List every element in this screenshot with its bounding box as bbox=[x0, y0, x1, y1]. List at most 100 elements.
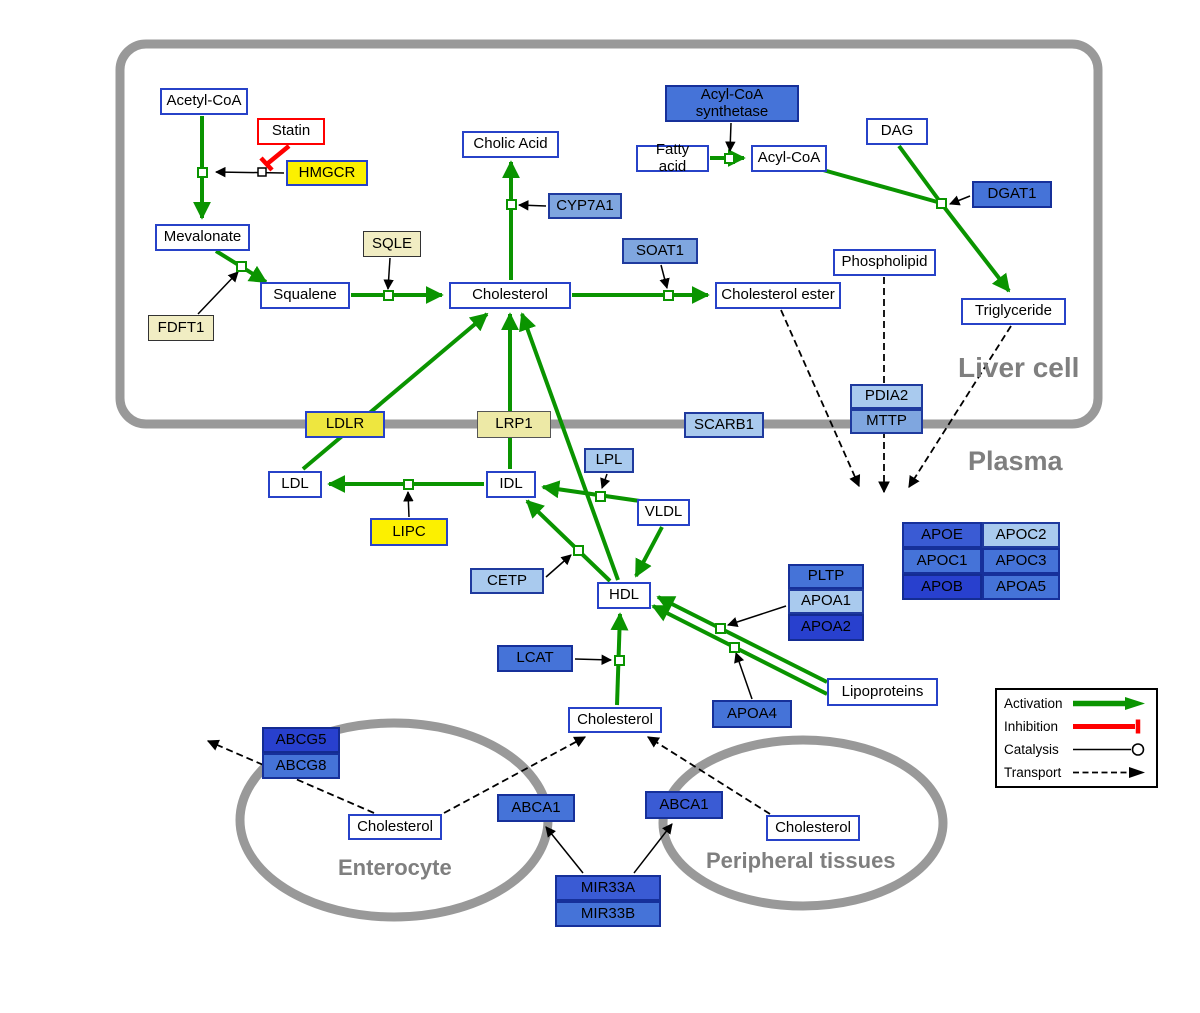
reaction-node bbox=[614, 655, 625, 666]
node-cholic-acid[interactable]: Cholic Acid bbox=[462, 131, 559, 158]
liver-cell-compartment bbox=[115, 39, 1103, 429]
node-mevalonate[interactable]: Mevalonate bbox=[155, 224, 250, 251]
node-acyl-coa-synthetase[interactable]: Acyl-CoA synthetase bbox=[665, 85, 799, 122]
legend-row-inhibition: Inhibition bbox=[997, 718, 1156, 735]
node-squalene[interactable]: Squalene bbox=[260, 282, 350, 309]
inhibition-statin-tbar bbox=[259, 156, 274, 172]
reaction-node bbox=[383, 290, 394, 301]
edge-dgat1-junction-to-triglyceride bbox=[939, 201, 1011, 293]
transport-triglyceride bbox=[908, 325, 1012, 488]
node-apoc1[interactable]: APOC1 bbox=[902, 548, 982, 574]
edge-vldl-to-idl bbox=[541, 480, 641, 503]
catalysis-apoa-stack bbox=[727, 605, 787, 628]
catalysis-lpl bbox=[600, 473, 611, 489]
node-lcat[interactable]: LCAT bbox=[497, 645, 573, 672]
node-triglyceride[interactable]: Triglyceride bbox=[961, 298, 1066, 325]
legend-row-activation: Activation bbox=[997, 695, 1156, 712]
transport-dashed-arrow-icon bbox=[1073, 767, 1145, 778]
node-apoa5[interactable]: APOA5 bbox=[982, 574, 1060, 600]
plasma-label: Plasma bbox=[968, 446, 1063, 476]
node-fdft1[interactable]: FDFT1 bbox=[148, 315, 214, 341]
node-fatty-acid[interactable]: Fatty acid bbox=[636, 142, 709, 174]
edge-ldl-to-cholesterol bbox=[301, 312, 489, 471]
node-acetyl-coa[interactable]: Acetyl-CoA bbox=[160, 88, 248, 115]
node-apoc2[interactable]: APOC2 bbox=[982, 522, 1060, 548]
node-abca1-peripheral[interactable]: ABCA1 bbox=[645, 791, 723, 819]
inhibition-tbar-icon bbox=[1073, 719, 1141, 734]
reaction-node bbox=[236, 261, 247, 272]
node-ldl[interactable]: LDL bbox=[268, 471, 322, 498]
reaction-nodes bbox=[197, 153, 947, 666]
anchor-node bbox=[257, 167, 267, 177]
inhibition-statin-line bbox=[265, 144, 291, 166]
node-pdia2[interactable]: PDIA2 bbox=[850, 384, 923, 409]
reaction-node bbox=[403, 479, 414, 490]
node-phospholipid[interactable]: Phospholipid bbox=[833, 249, 936, 276]
edge-vldl-to-hdl bbox=[634, 526, 664, 578]
reaction-node bbox=[724, 153, 735, 164]
node-cholesterol-ester[interactable]: Cholesterol ester bbox=[715, 282, 841, 309]
node-scarb1[interactable]: SCARB1 bbox=[684, 412, 764, 438]
legend-inhibition-label: Inhibition bbox=[1004, 719, 1059, 734]
node-apoa4[interactable]: APOA4 bbox=[712, 700, 792, 728]
node-apoc3[interactable]: APOC3 bbox=[982, 548, 1060, 574]
node-apob[interactable]: APOB bbox=[902, 574, 982, 600]
node-idl[interactable]: IDL bbox=[486, 471, 536, 498]
node-mir33b[interactable]: MIR33B bbox=[555, 901, 661, 927]
node-lpl[interactable]: LPL bbox=[584, 448, 634, 473]
node-vldl[interactable]: VLDL bbox=[637, 499, 690, 526]
transport-cholesterol-ester bbox=[780, 309, 861, 488]
node-cholesterol-plasma[interactable]: Cholesterol bbox=[568, 707, 662, 733]
node-mir33a[interactable]: MIR33A bbox=[555, 875, 661, 901]
node-acyl-coa[interactable]: Acyl-CoA bbox=[751, 145, 827, 172]
node-ldlr[interactable]: LDLR bbox=[305, 411, 385, 438]
catalysis-hmgcr bbox=[214, 166, 285, 178]
transport-abca1-peripheral bbox=[647, 736, 771, 815]
node-statin[interactable]: Statin bbox=[257, 118, 325, 145]
node-apoe[interactable]: APOE bbox=[902, 522, 982, 548]
transport-abca1-enterocyte bbox=[443, 736, 587, 814]
catalysis-dgat1 bbox=[949, 195, 971, 206]
edge-acylcoa-to-dgat1-junction bbox=[822, 168, 942, 205]
node-soat1[interactable]: SOAT1 bbox=[622, 238, 698, 264]
node-cholesterol-liver[interactable]: Cholesterol bbox=[449, 282, 571, 309]
node-cetp[interactable]: CETP bbox=[470, 568, 544, 594]
node-apoa1[interactable]: APOA1 bbox=[788, 589, 864, 614]
legend-transport-label: Transport bbox=[1004, 765, 1062, 780]
node-lipoproteins[interactable]: Lipoproteins bbox=[827, 678, 938, 706]
edge-dag-to-dgat1-junction bbox=[897, 144, 943, 205]
edge-lipoproteins-to-hdl-1 bbox=[656, 595, 828, 684]
node-apoa2[interactable]: APOA2 bbox=[788, 614, 864, 641]
reaction-node bbox=[595, 491, 606, 502]
node-hmgcr[interactable]: HMGCR bbox=[286, 160, 368, 186]
node-pltp[interactable]: PLTP bbox=[788, 564, 864, 589]
node-abcg8[interactable]: ABCG8 bbox=[262, 753, 340, 779]
node-abca1-enterocyte[interactable]: ABCA1 bbox=[497, 794, 575, 822]
node-lrp1[interactable]: LRP1 bbox=[477, 411, 551, 438]
catalysis-lipc bbox=[403, 490, 414, 518]
node-dgat1[interactable]: DGAT1 bbox=[972, 181, 1052, 208]
node-hdl[interactable]: HDL bbox=[597, 582, 651, 609]
peripheral-tissues-compartment bbox=[658, 735, 948, 911]
activation-edges bbox=[193, 116, 1011, 706]
node-lipc[interactable]: LIPC bbox=[370, 518, 448, 546]
catalysis-apoa4 bbox=[734, 652, 753, 700]
node-cholesterol-peripheral[interactable]: Cholesterol bbox=[766, 815, 860, 841]
legend: Activation Inhibition Catalysis Transpor… bbox=[995, 688, 1158, 788]
node-abcg5[interactable]: ABCG5 bbox=[262, 727, 340, 753]
catalysis-soat1 bbox=[659, 264, 670, 290]
edge-hdl-to-idl-cetp bbox=[525, 499, 612, 583]
reaction-node bbox=[936, 198, 947, 209]
legend-activation-label: Activation bbox=[1004, 696, 1063, 711]
node-sqle[interactable]: SQLE bbox=[363, 231, 421, 257]
catalysis-cyp7a1 bbox=[517, 200, 547, 211]
activation-arrow-icon bbox=[1073, 697, 1145, 710]
node-cholesterol-enterocyte[interactable]: Cholesterol bbox=[348, 814, 442, 840]
catalysis-lcat bbox=[574, 654, 613, 665]
node-cyp7a1[interactable]: CYP7A1 bbox=[548, 193, 622, 219]
node-mttp[interactable]: MTTP bbox=[850, 409, 923, 434]
node-dag[interactable]: DAG bbox=[866, 118, 928, 145]
